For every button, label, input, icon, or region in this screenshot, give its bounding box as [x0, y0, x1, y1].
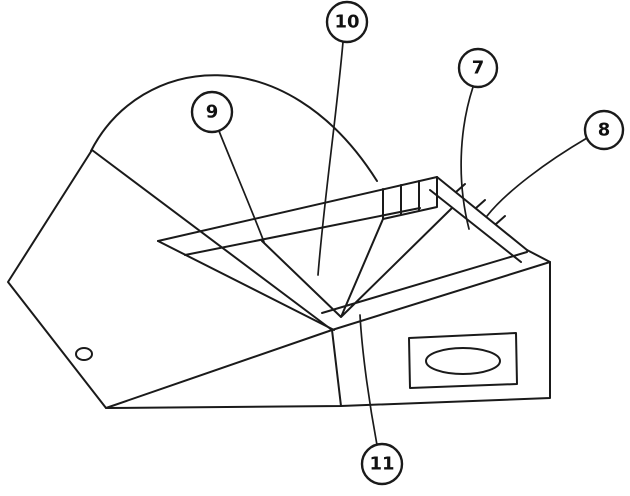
callout-label-8: 8	[598, 120, 611, 141]
callout-9: 9	[190, 90, 265, 243]
lid-swing-arc	[90, 74, 378, 182]
callout-circle-7	[457, 47, 499, 89]
lid-panel	[7, 149, 333, 409]
callout-10: 10	[317, 0, 369, 276]
figure-lines: 7 8 9 10	[7, 0, 625, 486]
leader-line-8	[486, 137, 588, 217]
compartment-dividers	[184, 207, 528, 318]
leader-line-7	[460, 86, 474, 230]
callout-11: 11	[359, 314, 404, 486]
callout-circle-9	[190, 90, 234, 134]
callout-label-10: 10	[334, 12, 359, 33]
callout-circle-8	[583, 109, 625, 151]
back-top-edge	[157, 176, 438, 242]
lid-hole	[75, 347, 93, 361]
handle-plate	[408, 332, 518, 389]
callout-7: 7	[457, 47, 499, 230]
callout-label-7: 7	[472, 58, 485, 79]
box-front-face	[331, 261, 551, 407]
callout-circle-11	[360, 442, 404, 486]
callout-label-11: 11	[369, 454, 394, 475]
callout-label-9: 9	[206, 102, 219, 123]
handle-cutout	[425, 347, 501, 375]
leader-line-11	[359, 314, 378, 446]
divider-comb	[382, 176, 438, 220]
leader-line-9	[218, 130, 265, 243]
leader-line-10	[317, 41, 344, 276]
right-wall-slots	[429, 176, 528, 263]
callout-8: 8	[486, 109, 625, 217]
callout-circle-10	[325, 0, 369, 44]
box-right-top-edge	[526, 249, 551, 263]
left-wall-edge	[157, 240, 335, 331]
